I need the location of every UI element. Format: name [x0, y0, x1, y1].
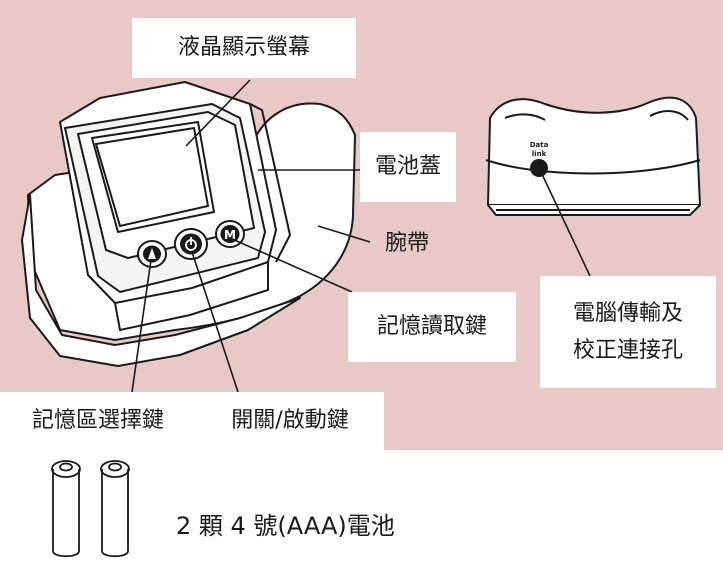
device-illustration: M Data link	[0, 0, 723, 450]
leader-wrist-strap	[317, 225, 371, 243]
label-pc-port-line1: 電腦傳輸及	[572, 300, 683, 326]
label-wrist-strap: 腕帶	[384, 231, 429, 257]
leader-memory-read-key	[229, 237, 353, 293]
label-battery-cover: 電池蓋	[360, 132, 456, 202]
label-pc-port-line2: 校正連接孔	[572, 338, 683, 363]
monitor-bottom-edge	[114, 262, 269, 332]
label-memory-zone-key: 記憶區選擇鍵	[0, 392, 196, 450]
leader-lcd-screen	[185, 79, 251, 147]
label-memory-read-key: 記憶讀取鍵	[348, 292, 516, 362]
diagram-panel: M Data link 液晶顯示螢幕 電池蓋 腕帶 記憶讀取鍵	[0, 0, 723, 450]
lcd-screen-inner	[94, 126, 210, 228]
leader-pc-port	[540, 171, 591, 277]
label-lcd-screen: 液晶顯示螢幕	[132, 18, 356, 78]
svg-text:link: link	[532, 150, 547, 158]
aaa-battery-icon	[51, 460, 130, 558]
label-power-start-key: 開關/啟動鍵	[196, 392, 384, 450]
memory-zone-button-icon	[137, 240, 167, 268]
lcd-screen	[91, 121, 215, 233]
monitor-side-view	[485, 96, 701, 216]
monitor-side-edge	[249, 103, 292, 263]
svg-text:M: M	[224, 228, 236, 242]
svg-text:Data: Data	[530, 141, 549, 149]
data-link-port-icon: Data link	[530, 141, 549, 177]
battery-caption: 2 顆 4 號(AAA)電池	[176, 512, 395, 540]
label-pc-port: 電腦傳輸及 校正連接孔	[540, 276, 716, 388]
power-button-icon	[174, 228, 208, 260]
wrist-strap-lower	[21, 194, 301, 367]
leader-power-start-key	[191, 251, 239, 393]
leader-memory-zone-key	[131, 259, 152, 393]
